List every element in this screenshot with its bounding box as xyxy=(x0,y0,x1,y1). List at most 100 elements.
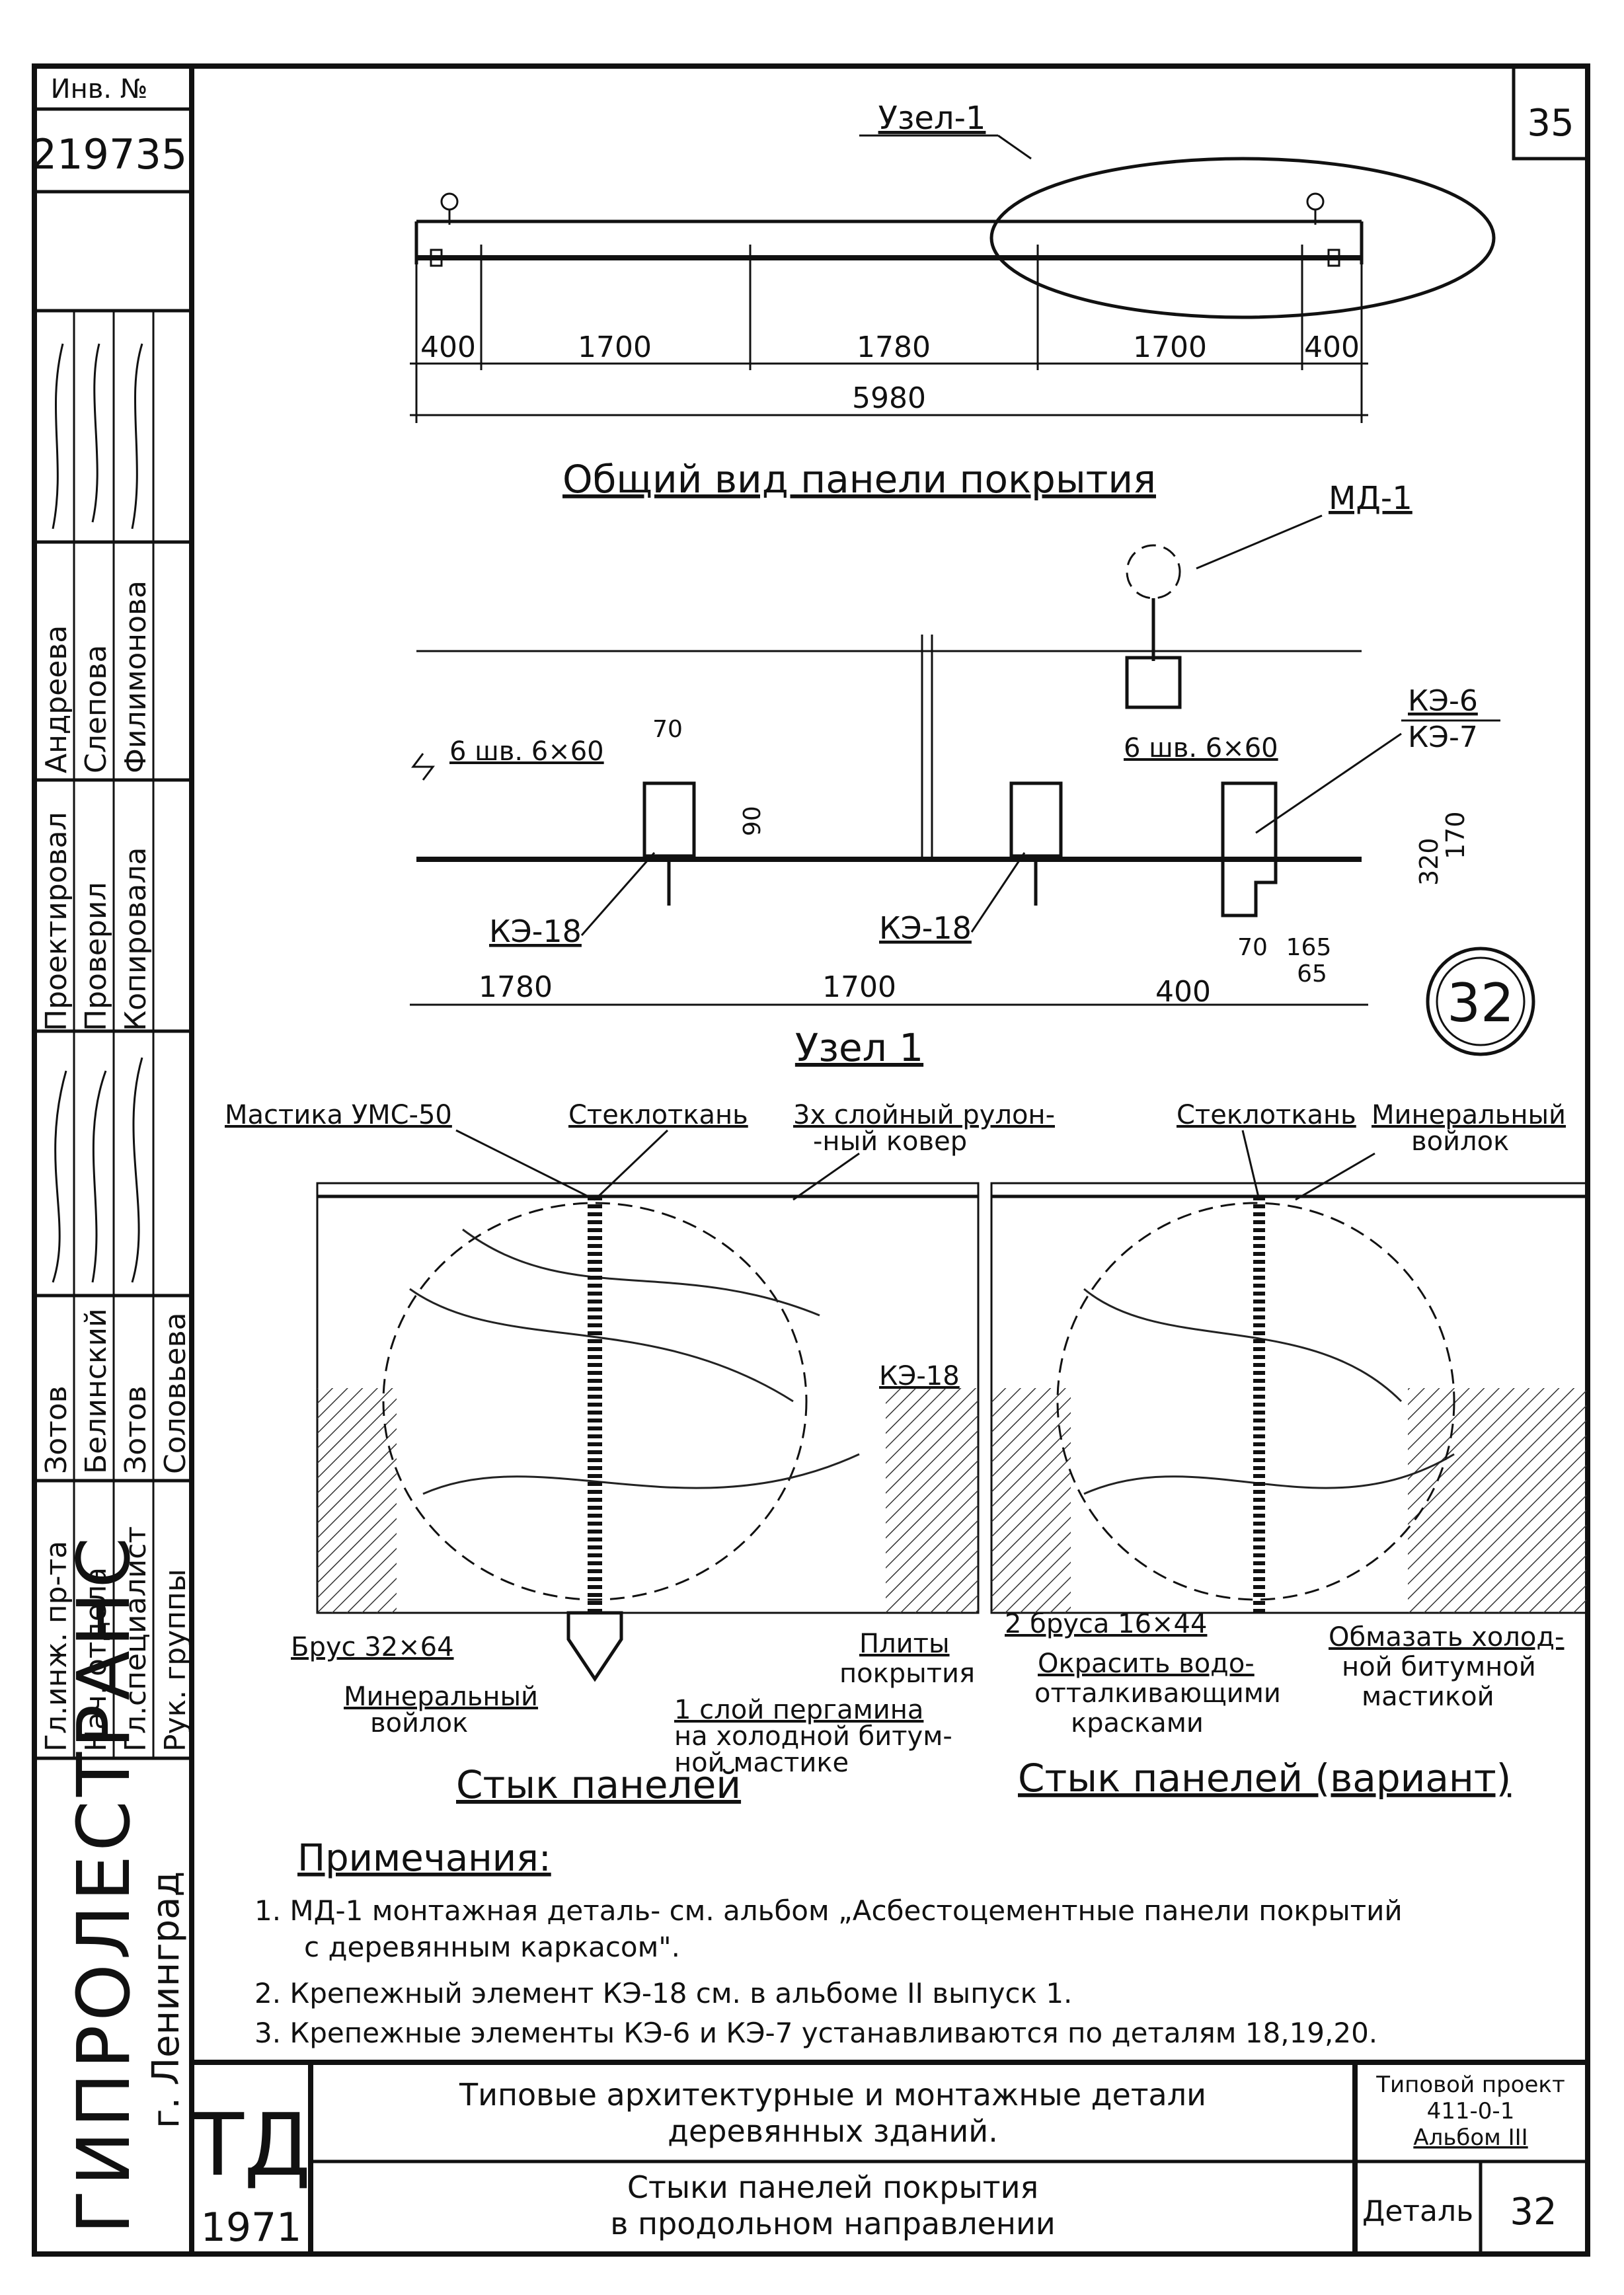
insulation-hatch xyxy=(886,1388,978,1613)
coat-label: Обмазать холод- xyxy=(1329,1622,1564,1653)
ke18-label-left: КЭ-18 xyxy=(489,914,582,949)
plates-label: Плиты xyxy=(859,1629,950,1659)
dim-1700-left: 1700 xyxy=(578,331,652,364)
top-view-caption: Общий вид панели покрытия xyxy=(562,457,1156,502)
dim-90: 90 xyxy=(739,806,766,836)
signature-strokes xyxy=(52,1057,143,1283)
tb-subtitle-1: Стыки панелей покрытия xyxy=(627,2169,1038,2205)
tb-subtitle-2: в продольном направлении xyxy=(610,2206,1056,2241)
fixing-element xyxy=(430,249,443,267)
tb-detail-label: Деталь xyxy=(1362,2195,1473,2228)
inventory-label: Инв. № xyxy=(51,74,148,104)
role-dept-head: Нач. отдела xyxy=(79,1567,113,1752)
dim-70-top: 70 xyxy=(652,716,683,743)
wood-grain xyxy=(1056,1202,1455,1601)
sheet-number: 35 xyxy=(1527,102,1574,145)
insulation-hatch xyxy=(991,1388,1071,1613)
node-dim-1780: 1780 xyxy=(479,970,553,1004)
break-mark-middle xyxy=(921,635,933,859)
coat-label-2: ной битумной xyxy=(1342,1652,1536,1682)
ke18-leaders xyxy=(580,852,1026,936)
md1-leader xyxy=(1196,514,1323,570)
pergamin-label-3: ной мастике xyxy=(674,1748,849,1778)
plates-label-2: покрытия xyxy=(839,1658,975,1689)
md1-loop xyxy=(1126,544,1181,600)
paint-label-2: отталкивающими xyxy=(1034,1678,1281,1709)
ke6-leader xyxy=(1255,732,1402,834)
tb-code: ТД xyxy=(191,2095,311,2195)
ke7-label: КЭ-7 xyxy=(1408,720,1478,754)
beam-label: Брус 32×64 xyxy=(291,1632,454,1662)
role-chief-engineer: Гл.инж. пр-та xyxy=(40,1541,73,1752)
break-mark-left xyxy=(411,753,435,781)
joint-caption-1: Стык панелей xyxy=(456,1762,741,1807)
glass-label-2: Стеклоткань xyxy=(1177,1100,1356,1130)
sheet-number-box xyxy=(1512,64,1590,161)
bolts-label-right: 6 шв. 6×60 xyxy=(1124,733,1278,763)
bolts-label-left: 6 шв. 6×60 xyxy=(449,736,604,767)
note-2: 2. Крепежный элемент КЭ-18 см. в альбоме… xyxy=(254,1977,1072,2009)
tb-album: Альбом III xyxy=(1413,2124,1527,2151)
tb-title-2: деревянных зданий. xyxy=(668,2113,998,2149)
ke18-plate-mid xyxy=(1009,781,1063,858)
dim-1700-right: 1700 xyxy=(1133,331,1207,364)
lifting-loop xyxy=(1306,192,1325,211)
roll-label-2: -ный ковер xyxy=(813,1126,967,1157)
lifting-loop xyxy=(440,192,459,211)
name-copier: Филимонова xyxy=(119,580,153,773)
ke18-label-mid: КЭ-18 xyxy=(879,910,972,946)
detail-circle xyxy=(1426,947,1535,1056)
bottom-beam xyxy=(566,1611,623,1682)
wood-grain-lines xyxy=(409,1228,860,1495)
notes-title: Примечания: xyxy=(297,1837,551,1880)
md1-block xyxy=(1125,656,1182,709)
insulation-hatch xyxy=(1408,1388,1586,1613)
dim-400-left: 400 xyxy=(420,331,476,364)
dim-1780: 1780 xyxy=(857,331,931,364)
mineral-bottom-label-2: войлок xyxy=(370,1708,468,1738)
role-designed: Проектировал xyxy=(40,812,73,1031)
role-copied: Копировала xyxy=(119,847,153,1031)
joint-caption-2: Стык панелей (вариант) xyxy=(1018,1756,1511,1801)
name-group-head: Соловьева xyxy=(159,1312,192,1474)
joint-left xyxy=(316,1182,980,1682)
sheet-frame xyxy=(32,63,1590,2257)
name-chief-engineer: Зотов xyxy=(40,1385,73,1474)
pergamin-label: 1 слой пергамина xyxy=(674,1695,923,1725)
note-3: 3. Крепежные элементы КЭ-6 и КЭ-7 устана… xyxy=(254,2017,1377,2049)
label-leaders xyxy=(455,1129,1375,1201)
pergamin-label-2: на холодной битум- xyxy=(674,1721,952,1752)
dim-400-right: 400 xyxy=(1304,331,1360,364)
roll-label: 3х слойный рулон- xyxy=(793,1100,1055,1130)
role-chief-specialist: Гл.специалист xyxy=(119,1526,153,1752)
name-checker: Слепова xyxy=(79,645,113,774)
tb-detail-number: 32 xyxy=(1510,2191,1557,2234)
joint-right xyxy=(990,1182,1588,1614)
name-chief-specialist: Зотов xyxy=(119,1385,153,1474)
callout-leader xyxy=(997,134,1032,160)
node1-ellipse xyxy=(989,157,1496,319)
insulation-hatch xyxy=(317,1388,397,1613)
joint-left-outline xyxy=(316,1182,980,1614)
glass-label-1: Стеклоткань xyxy=(568,1100,748,1130)
org-name: ГИПРОЛЕСТРАНС xyxy=(61,1534,146,2234)
name-dept-head: Белинский xyxy=(79,1308,113,1474)
paint-label-3: красками xyxy=(1071,1708,1204,1738)
wood-grain-lines xyxy=(1083,1288,1455,1495)
dim-170: 170 xyxy=(1441,811,1470,859)
note-1: 1. МД-1 монтажная деталь- см. альбом „Ас… xyxy=(254,1894,1403,1927)
coat-label-3: мастикой xyxy=(1362,1682,1494,1712)
tb-title-1: Типовые архитектурные и монтажные детали xyxy=(459,2077,1206,2113)
inventory-number: 219735 xyxy=(31,130,188,178)
md1-label: МД-1 xyxy=(1329,480,1412,517)
name-designer: Андреева xyxy=(40,625,73,773)
note-1-cont: с деревянным каркасом". xyxy=(304,1931,680,1963)
role-checked: Проверил xyxy=(79,882,113,1031)
ke6-ke7-plate xyxy=(1221,781,1278,917)
ke6-label: КЭ-6 xyxy=(1408,684,1478,718)
org-city: г. Ленинград xyxy=(145,1871,188,2128)
ke18-plate-left xyxy=(642,781,696,858)
tb-project-label: Типовой проект xyxy=(1375,2072,1565,2098)
dim-165: 165 xyxy=(1286,934,1332,961)
